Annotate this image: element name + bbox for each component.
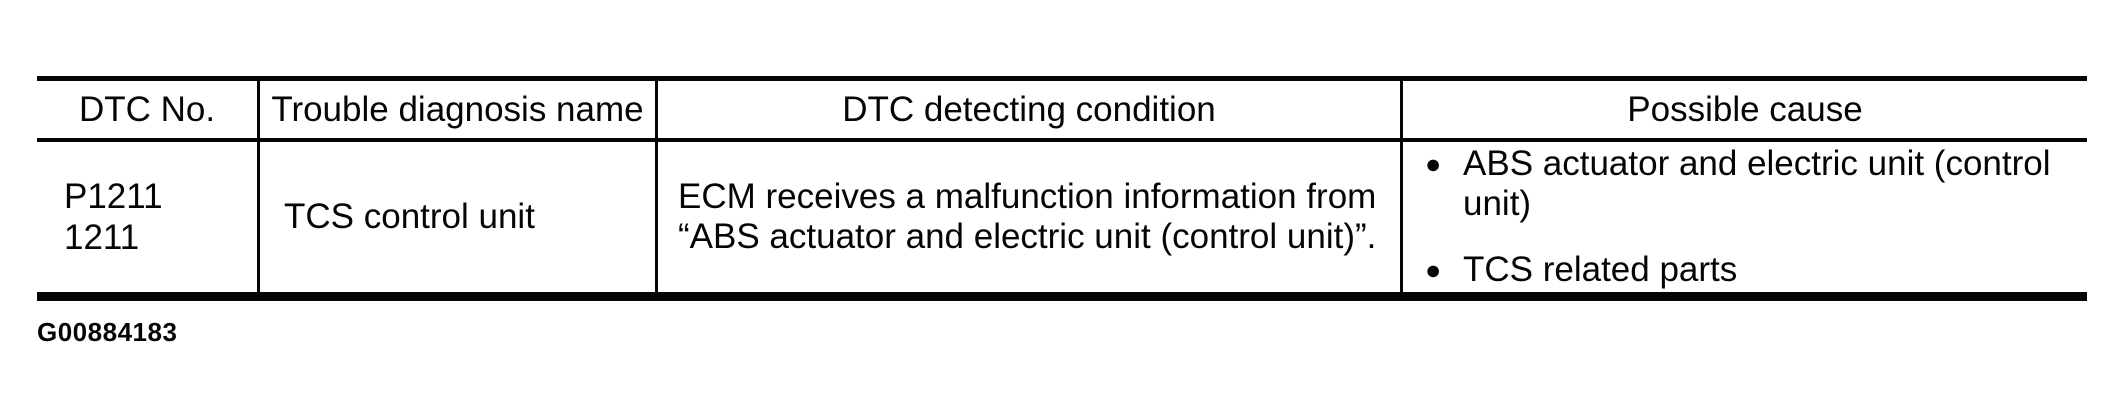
header-trouble-diagnosis-name: Trouble diagnosis name — [257, 81, 655, 142]
cell-dtc-no: P1211 1211 — [37, 142, 257, 292]
graphic-id-caption: G00884183 — [37, 317, 178, 347]
possible-cause-item: ● TCS related parts — [1425, 250, 2087, 290]
possible-cause-text: TCS related parts — [1463, 250, 1738, 289]
possible-cause-text: ABS actuator and electric unit (control … — [1463, 144, 2051, 223]
possible-cause-item: ● ABS actuator and electric unit (contro… — [1425, 144, 2087, 224]
cell-possible-cause: ● ABS actuator and electric unit (contro… — [1400, 142, 2087, 292]
table-header-row: DTC No. Trouble diagnosis name DTC detec… — [37, 81, 2087, 142]
dtc-code-mil: 1211 — [64, 218, 140, 257]
header-dtc-detecting-condition: DTC detecting condition — [655, 81, 1400, 142]
dtc-table: DTC No. Trouble diagnosis name DTC detec… — [37, 76, 2087, 301]
cell-trouble-diagnosis-name: TCS control unit — [257, 142, 655, 292]
trouble-diagnosis-name: TCS control unit — [284, 197, 535, 236]
bullet-icon: ● — [1425, 149, 1442, 179]
header-possible-cause: Possible cause — [1400, 81, 2087, 142]
cell-dtc-detecting-condition: ECM receives a malfunction information f… — [655, 142, 1400, 292]
detecting-condition-line: ECM receives a malfunction information f… — [678, 177, 1377, 216]
table-row: P1211 1211 TCS control unit ECM receives… — [37, 142, 2087, 292]
bullet-icon: ● — [1425, 255, 1442, 285]
header-dtc-no: DTC No. — [37, 81, 257, 142]
detecting-condition-line: “ABS actuator and electric unit (control… — [678, 217, 1377, 256]
dtc-code-obd: P1211 — [64, 177, 163, 216]
